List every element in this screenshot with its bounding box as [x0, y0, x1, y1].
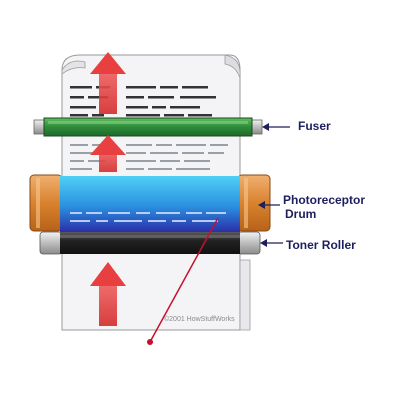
copyright-text: ©2001 HowStuffWorks	[164, 316, 235, 323]
fuser-pointer	[262, 123, 290, 131]
toner-text-lines	[70, 144, 228, 170]
toner-roller	[39, 231, 261, 255]
laser-beam	[147, 217, 219, 345]
printed-text-lines	[70, 86, 216, 117]
fuser-bar	[33, 117, 263, 137]
toner-roller-pointer	[260, 239, 283, 247]
photoreceptor-drum-label: Photoreceptor Drum	[283, 193, 365, 221]
paper-direction-arrow-bottom	[90, 262, 126, 326]
paper-direction-arrow-top	[90, 52, 126, 114]
fuser-label: Fuser	[298, 119, 331, 133]
paper-direction-arrow-middle	[90, 135, 126, 172]
photoreceptor-drum	[29, 174, 271, 232]
toner-roller-label: Toner Roller	[286, 238, 356, 252]
drum-pointer	[258, 201, 280, 209]
drum-label-line2: Drum	[285, 207, 317, 221]
drum-label-line1: Photoreceptor	[283, 193, 366, 207]
